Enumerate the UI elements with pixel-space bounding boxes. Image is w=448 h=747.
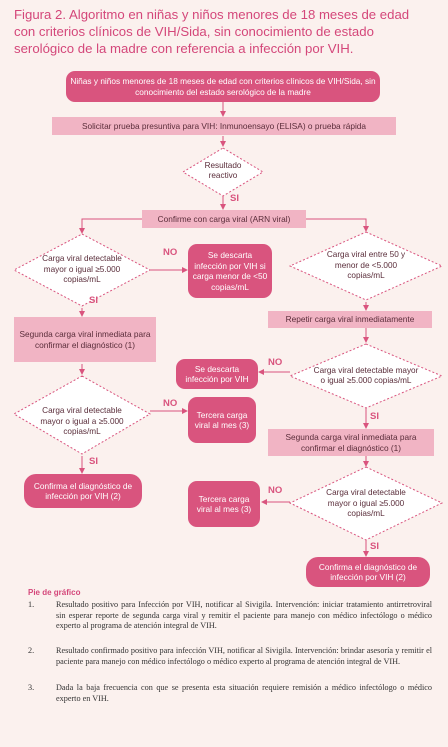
confirm-dx-left-node: Confirma el diagnóstico de infección por…: [24, 474, 142, 508]
no-label: NO: [268, 485, 283, 496]
left-diamond-2: [12, 375, 152, 455]
footnote-number: 3.: [28, 683, 35, 692]
yes-label: SI: [370, 541, 379, 552]
figure-title: Figura 2. Algoritmo en niñas y niños men…: [14, 7, 410, 56]
footnote-3: 3. Dada la baja frecuencia con que se pr…: [28, 683, 432, 707]
discard-lt50-node: Se descarta infección por VIH si carga m…: [188, 244, 272, 298]
footnote-text: Resultado positivo para Infección por VI…: [56, 600, 432, 630]
reactive-result-label: Resultado reactivo: [204, 160, 242, 181]
footnote-text: Resultado confirmado positivo para infec…: [56, 646, 432, 666]
third-viral-load-left-node: Tercera carga viral al mes (3): [188, 397, 256, 443]
repeat-viral-load-node: Repetir carga viral inmediatamente: [268, 311, 432, 328]
yes-label: SI: [370, 411, 379, 422]
footer-title: Pie de gráfico: [28, 588, 81, 597]
yes-label: SI: [230, 193, 239, 204]
footnote-number: 1.: [28, 600, 35, 609]
no-label: NO: [268, 357, 283, 368]
confirm-viral-load-node: Confirme con carga viral (ARN viral): [142, 210, 306, 228]
left-detectable-2-label: Carga viral detectable mayor o igual a ≥…: [40, 406, 124, 437]
no-label: NO: [163, 247, 178, 258]
no-label: NO: [163, 398, 178, 409]
left-diamond-1: [12, 233, 152, 307]
discard-right-node: Se descarta infección por VIH: [176, 359, 258, 389]
right-detectable-1-label: Carga viral detectable mayor o igual ≥5.…: [313, 365, 419, 386]
footnote-2: 2. Resultado confirmado positivo para in…: [28, 646, 432, 680]
yes-label: SI: [89, 456, 98, 467]
right-detectable-2-label: Carga viral detectable mayor o igual ≥5.…: [326, 488, 406, 519]
reactive-diamond: [182, 147, 264, 197]
second-viral-load-right-node: Segunda carga viral inmediata para confi…: [268, 429, 434, 456]
start-node: Niñas y niños menores de 18 meses de eda…: [66, 71, 380, 102]
second-viral-load-left-node: Segunda carga viral inmediata para confi…: [14, 317, 156, 362]
right-range-label: Carga viral entre 50 y menor de <5.000 c…: [326, 250, 406, 281]
footnote-text: Dada la baja frecuencia con que se prese…: [56, 683, 432, 703]
right-diamond-range: [288, 231, 444, 301]
yes-label: SI: [89, 295, 98, 306]
right-diamond-detectable-2: [288, 466, 444, 541]
right-diamond-detectable-1: [288, 343, 444, 409]
presumptive-test-node: Solicitar prueba presuntiva para VIH: In…: [52, 117, 396, 135]
third-viral-load-right-node: Tercera carga viral al mes (3): [188, 481, 260, 527]
confirm-dx-right-node: Confirma el diagnóstico de infección por…: [306, 557, 430, 587]
footnote-1: 1. Resultado positivo para Infección por…: [28, 600, 432, 644]
footnote-number: 2.: [28, 646, 35, 655]
left-detectable-1-label: Carga viral detectable mayor o igual ≥5.…: [42, 254, 122, 285]
